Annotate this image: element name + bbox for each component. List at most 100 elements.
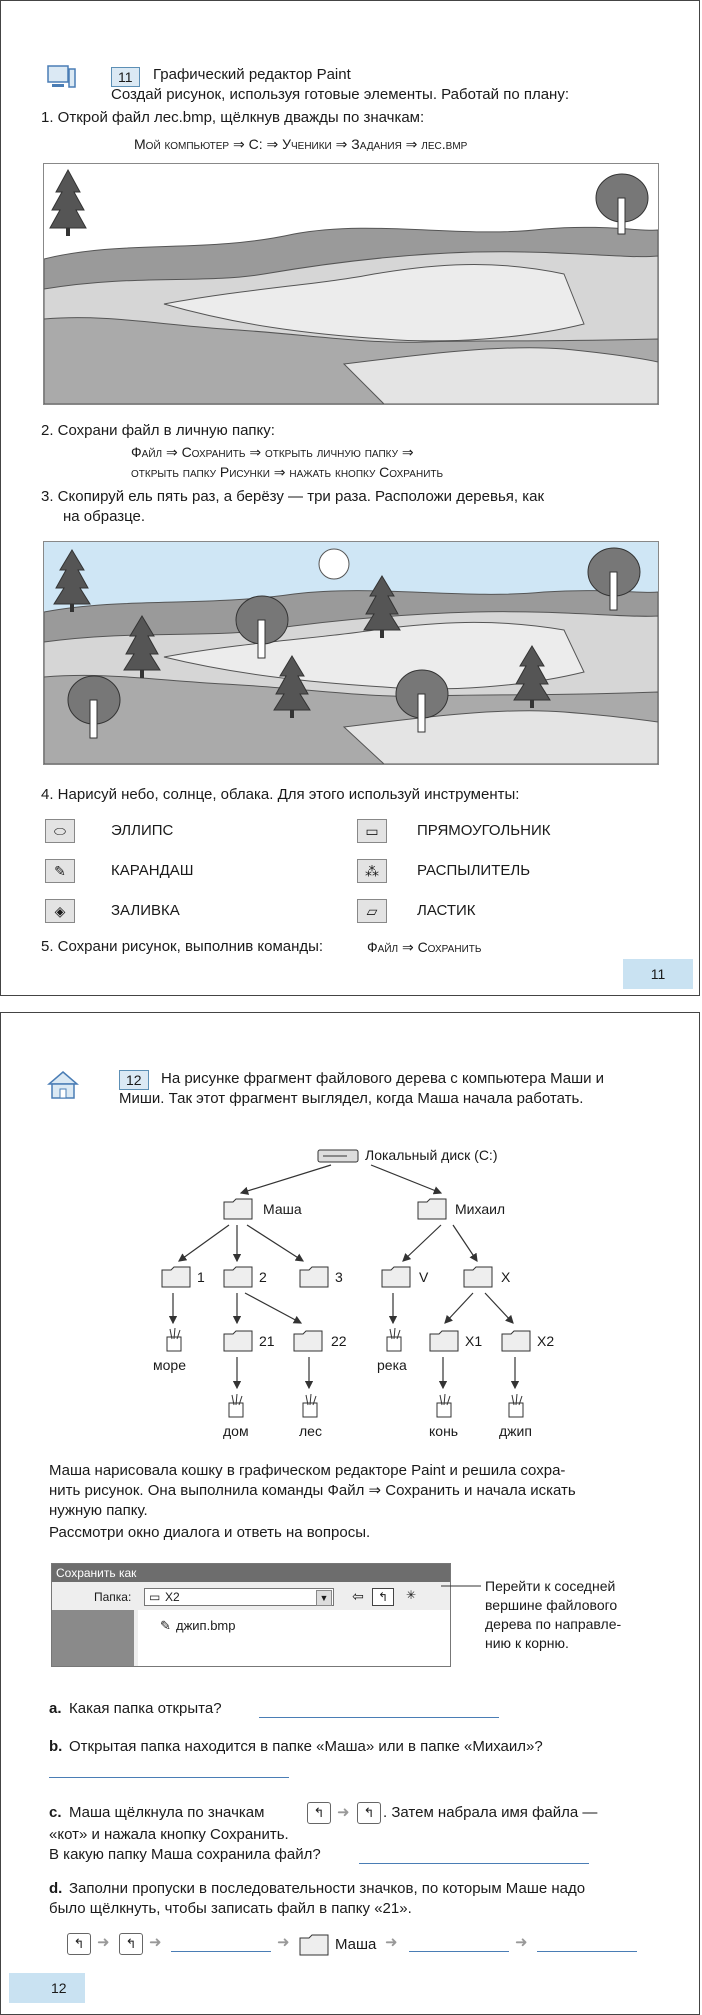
birch-tree-icon bbox=[235, 595, 289, 659]
step-5-command: Файл ⇒ Сохранить bbox=[367, 939, 482, 955]
callout-line bbox=[441, 1585, 481, 1587]
folder-icon bbox=[223, 1197, 253, 1226]
step-2-line-2: открыть папку Рисунки ⇒ нажать кнопку Со… bbox=[131, 464, 444, 480]
blank-2-line[interactable] bbox=[409, 1951, 509, 1952]
tool-label-ellipse: ЭЛЛИПС bbox=[111, 822, 174, 839]
arrow-icon: ➜ bbox=[515, 1934, 528, 1951]
question-d-line-2: было щёлкнуть, чтобы записать файл в пап… bbox=[49, 1900, 412, 1917]
question-d-label: d. bbox=[49, 1880, 63, 1897]
folder-label: Папка: bbox=[94, 1590, 132, 1604]
folder-icon bbox=[299, 1933, 329, 1962]
blank-3-line[interactable] bbox=[537, 1951, 637, 1952]
para-line-3: нужную папку. bbox=[49, 1502, 148, 1519]
question-d-line-1: Заполни пропуски в последовательности зн… bbox=[69, 1880, 586, 1897]
callout-line-3: дерева по направле- bbox=[485, 1616, 622, 1632]
new-folder-icon[interactable]: ✳ bbox=[405, 1588, 417, 1602]
tool-label-rectangle: ПРЯМОУГОЛЬНИК bbox=[417, 822, 551, 839]
save-as-dialog: Сохранить как Папка: ▭ X2 ▼ ⇦ ↰ ✳ ✎ джип… bbox=[51, 1563, 451, 1667]
folder-icon bbox=[223, 1265, 253, 1294]
task-number: 11 bbox=[111, 67, 140, 87]
sequence-folder-label: Маша bbox=[335, 1936, 377, 1953]
page-separator bbox=[0, 996, 702, 1012]
question-b-label: b. bbox=[49, 1738, 63, 1755]
computer-icon bbox=[47, 65, 76, 88]
paint-file-icon: ✎ bbox=[160, 1618, 171, 1633]
folder-icon bbox=[381, 1265, 411, 1294]
question-c-text-2: . Затем набрала имя файла — bbox=[383, 1804, 598, 1821]
para-line-2: нить рисунок. Она выполнила команды Файл… bbox=[49, 1482, 576, 1499]
airbrush-icon: ⁂ bbox=[357, 859, 387, 883]
step-5-text: 5. Сохрани рисунок, выполнив команды: bbox=[41, 938, 324, 955]
pencil-icon: ✎ bbox=[45, 859, 75, 883]
step-1-text: 1. Открой файл лес.bmp, щёлкнув дважды п… bbox=[41, 109, 425, 126]
file-les: лес bbox=[299, 1423, 322, 1439]
spruce-tree-icon bbox=[363, 575, 401, 638]
folder-select-value: X2 bbox=[165, 1590, 180, 1604]
folder-icon bbox=[417, 1197, 447, 1226]
tool-label-airbrush: РАСПЫЛИТЕЛЬ bbox=[417, 862, 531, 879]
node-x2: X2 bbox=[537, 1333, 555, 1349]
birch-tree-icon bbox=[595, 173, 649, 235]
step-3-line-2: на образце. bbox=[63, 508, 146, 525]
folder-icon bbox=[299, 1265, 329, 1294]
paint-file-icon bbox=[161, 1327, 187, 1358]
forest-sample-image bbox=[43, 541, 659, 765]
house-icon bbox=[47, 1071, 79, 1099]
file-tree-diagram: Локальный диск (C:) Маша Михаил 1 2 3 V … bbox=[1, 1113, 701, 1453]
page-12: 12 На рисунке фрагмент файлового дерева … bbox=[0, 1012, 700, 2015]
dialog-title: Сохранить как bbox=[52, 1564, 450, 1582]
places-bar bbox=[52, 1610, 134, 1666]
up-one-level-icon: ↰ bbox=[357, 1802, 381, 1824]
drive-icon bbox=[317, 1149, 359, 1163]
node-2: 2 bbox=[259, 1269, 267, 1285]
file-item-dzhip[interactable]: джип.bmp bbox=[176, 1618, 236, 1633]
file-more: море bbox=[153, 1357, 186, 1373]
arrow-icon: ➜ bbox=[385, 1934, 398, 1951]
folder-select[interactable]: ▭ X2 ▼ bbox=[144, 1588, 334, 1606]
node-x: X bbox=[501, 1269, 511, 1285]
arrow-icon: ➜ bbox=[277, 1934, 290, 1951]
forest-template-image bbox=[43, 163, 659, 405]
birch-tree-icon bbox=[587, 547, 641, 611]
birch-tree-icon bbox=[67, 675, 121, 739]
question-c-text-1: Маша щёлкнула по значкам bbox=[69, 1804, 265, 1821]
folder-icon bbox=[463, 1265, 493, 1294]
node-3: 3 bbox=[335, 1269, 343, 1285]
back-arrow-icon[interactable]: ⇦ bbox=[352, 1588, 364, 1604]
question-c-line-3: В какую папку Маша сохранила файл? bbox=[49, 1846, 321, 1863]
answer-a-line[interactable] bbox=[259, 1717, 499, 1718]
file-kon: конь bbox=[429, 1423, 459, 1439]
step-2-line-1: Файл ⇒ Сохранить ⇒ открыть личную папку … bbox=[131, 444, 414, 460]
dropdown-arrow-icon[interactable]: ▼ bbox=[316, 1590, 332, 1606]
answer-c-line[interactable] bbox=[359, 1863, 589, 1864]
para-line-1: Маша нарисовала кошку в графическом реда… bbox=[49, 1462, 566, 1479]
tool-label-pencil: КАРАНДАШ bbox=[111, 862, 194, 879]
birch-tree-icon bbox=[395, 669, 449, 733]
task-title: Графический редактор Paint bbox=[153, 66, 351, 83]
node-v: V bbox=[419, 1269, 429, 1285]
step-1-path: Мой компьютер ⇒ С: ⇒ Ученики ⇒ Задания ⇒… bbox=[134, 136, 468, 152]
task-line-1: На рисунке фрагмент файлового дерева с к… bbox=[161, 1070, 605, 1087]
blank-1-line[interactable] bbox=[171, 1951, 271, 1952]
callout-line-2: вершине файлового bbox=[485, 1597, 618, 1613]
page-number: 11 bbox=[623, 959, 693, 989]
callout-line-1: Перейти к соседней bbox=[485, 1578, 616, 1594]
node-21: 21 bbox=[259, 1333, 275, 1349]
landscape-drawing bbox=[44, 226, 658, 404]
up-one-level-button[interactable]: ↰ bbox=[372, 1588, 394, 1606]
arrow-icon: ➜ bbox=[337, 1804, 350, 1821]
file-dom: дом bbox=[223, 1423, 249, 1439]
tree-connectors bbox=[168, 1164, 520, 1390]
question-c-label: c. bbox=[49, 1804, 62, 1821]
rectangle-icon: ▭ bbox=[357, 819, 387, 843]
paint-file-icon bbox=[381, 1327, 407, 1358]
file-dzhip: джип bbox=[499, 1423, 532, 1439]
task-line-2: Миши. Так этот фрагмент выглядел, когда … bbox=[119, 1090, 584, 1107]
node-masha: Маша bbox=[263, 1201, 302, 1217]
spruce-tree-icon bbox=[53, 549, 91, 612]
paint-file-icon bbox=[503, 1393, 529, 1424]
paint-file-icon bbox=[223, 1393, 249, 1424]
answer-b-line[interactable] bbox=[49, 1777, 289, 1778]
page-number: 12 bbox=[9, 1973, 85, 2003]
task-number: 12 bbox=[119, 1070, 149, 1090]
